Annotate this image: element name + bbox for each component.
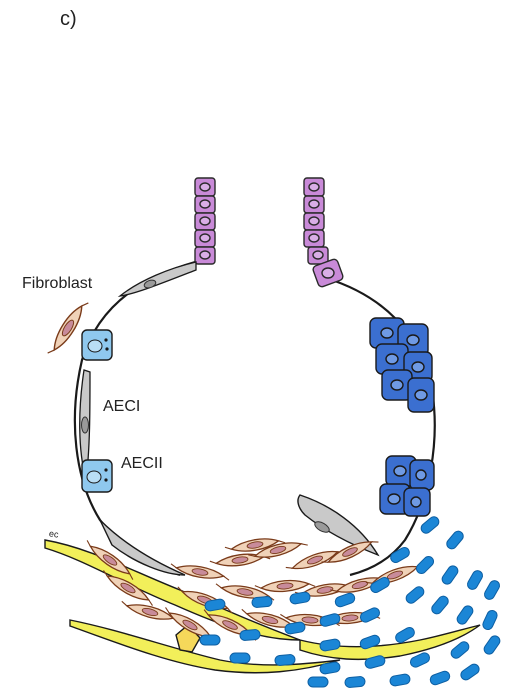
alveolar-wall-left bbox=[75, 262, 195, 575]
aecii-label: AECII bbox=[121, 455, 163, 473]
aecii-cell-upper bbox=[82, 330, 112, 360]
collagen-icon bbox=[289, 591, 310, 604]
collagen-icon bbox=[430, 594, 451, 616]
collagen-icon bbox=[200, 635, 220, 645]
aeci-nucleus bbox=[82, 417, 89, 433]
collagen-icon bbox=[389, 546, 411, 565]
collagen-icon bbox=[483, 579, 502, 601]
collagen-icon bbox=[482, 634, 502, 656]
collagen-icon bbox=[481, 609, 499, 631]
collagen-icon bbox=[414, 554, 435, 575]
collagen-icon bbox=[429, 670, 451, 686]
collagen-icon bbox=[345, 676, 366, 688]
collagen-icon bbox=[252, 596, 273, 608]
bronchial-epithelium-right bbox=[304, 178, 344, 288]
panel-label: c) bbox=[60, 8, 77, 31]
collagen-icon bbox=[275, 654, 296, 666]
collagen-icon bbox=[466, 569, 485, 591]
collagen-icon bbox=[240, 629, 261, 641]
collagen-icon bbox=[455, 604, 475, 626]
fibroblast-label: Fibroblast bbox=[22, 275, 92, 293]
hyperplastic-aecii-cluster-upper bbox=[370, 318, 434, 412]
collagen-icon bbox=[419, 515, 441, 536]
collagen-icon bbox=[449, 640, 471, 661]
collagen-icon bbox=[334, 592, 356, 608]
collagen-icon bbox=[308, 677, 328, 687]
collagen-icon bbox=[459, 662, 481, 682]
collagen-icon bbox=[359, 606, 381, 624]
collagen-icon bbox=[319, 613, 341, 628]
ec-label: ec bbox=[48, 528, 59, 539]
aeci-label: AECI bbox=[103, 398, 140, 416]
aecii-cell-lower bbox=[82, 460, 112, 492]
collagen-icon bbox=[389, 673, 410, 686]
collagen-icon bbox=[230, 653, 250, 663]
aeci-cell-upper bbox=[120, 262, 196, 296]
collagen-icon bbox=[404, 585, 426, 606]
collagen-icon bbox=[440, 564, 460, 586]
bronchial-epithelium-left bbox=[195, 178, 215, 264]
collagen-icon bbox=[445, 529, 466, 551]
hyperplastic-aecii-cluster-lower bbox=[380, 456, 434, 516]
